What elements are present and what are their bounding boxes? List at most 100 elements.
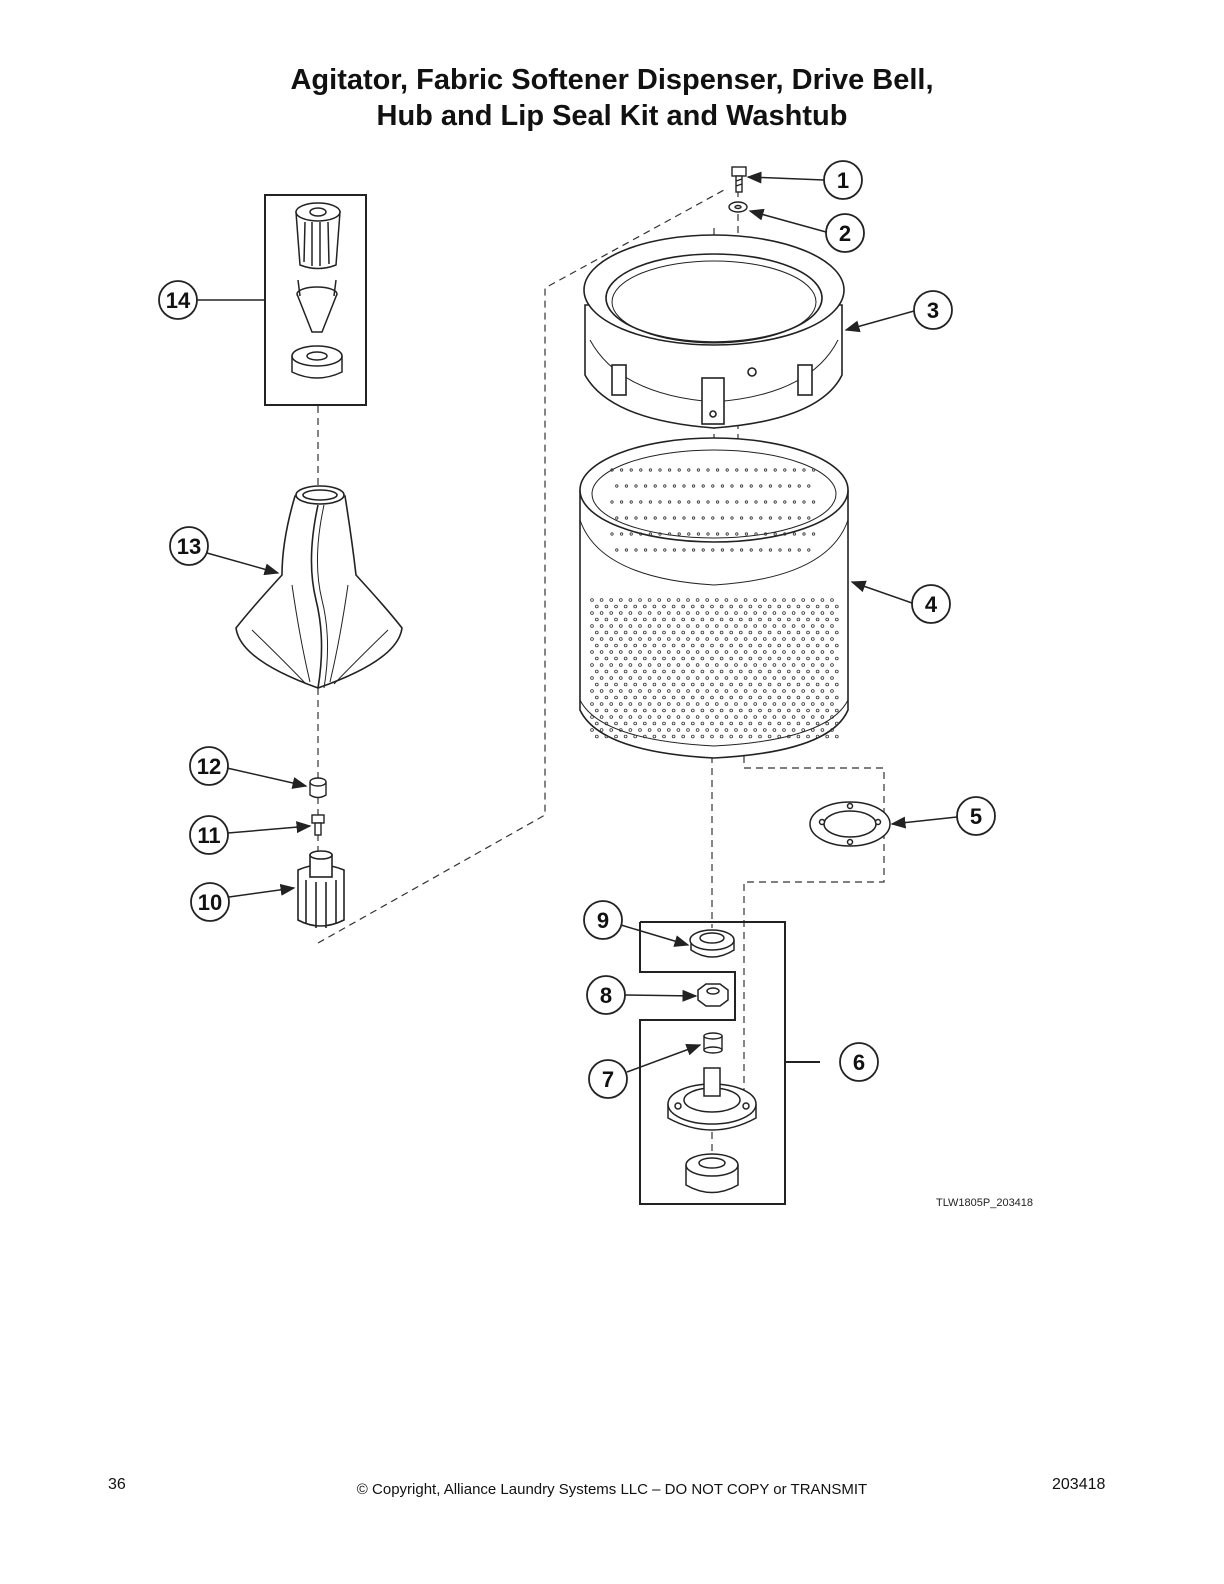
perforation-hole [801,689,805,693]
perforation-hole [609,637,613,641]
perforation-hole [825,695,829,700]
perforation-hole [759,548,763,552]
perforation-hole [748,656,753,661]
perforation-hole [700,669,705,674]
part-4-washtub [579,437,849,759]
perforation-hole [719,617,724,622]
perforation-hole [677,532,681,536]
perforation-hole [690,617,695,622]
perforation-hole [791,728,796,732]
perforation-hole [762,715,767,719]
perforation-hole [695,702,700,706]
perforation-hole [690,708,695,713]
perforation-hole [628,598,633,602]
perforation-hole [676,650,681,654]
perforation-hole [744,468,749,472]
perforation-hole [801,650,805,654]
perforation-hole [594,656,599,661]
perforation-hole [658,532,662,536]
perforation-hole [682,516,686,520]
perforation-hole [734,650,738,654]
perforation-hole [599,702,604,706]
svg-text:3: 3 [927,298,939,323]
perforation-hole [590,689,594,693]
hub-assembly [667,1067,757,1131]
perforation-hole [628,637,633,641]
perforation-hole [700,656,705,661]
perforation-hole [810,624,815,628]
perforation-hole [720,548,725,552]
perforation-hole [786,643,791,648]
perforation-hole [772,689,777,693]
perforation-hole [671,708,676,713]
perforation-hole [820,650,825,654]
perforation-hole [730,516,734,520]
perforation-hole [724,624,729,628]
perforation-hole [614,708,618,713]
part-2-washer [728,201,748,213]
perforation-hole [594,630,599,635]
perforation-hole [658,468,662,472]
perforation-hole [754,468,758,472]
perforation-hole [749,516,753,520]
perforation-hole [792,532,797,536]
perforation-hole [711,548,715,552]
perforation-hole [753,624,757,628]
perforation-hole [714,689,719,693]
perforation-hole [830,676,834,680]
perforation-hole [796,721,801,726]
perforation-hole [599,689,604,693]
perforation-hole [753,702,757,706]
perforation-hole [772,663,777,667]
perforation-hole [695,624,700,628]
perforation-hole [777,721,781,726]
perforation-hole [590,624,594,628]
perforation-hole [657,728,661,732]
perforation-hole [643,484,648,488]
perforation-hole [615,548,619,552]
washtub-perforations [590,468,839,739]
perforation-hole [676,663,681,667]
perforation-hole [748,643,753,648]
perforation-hole [686,637,690,641]
perforation-hole [724,676,729,680]
perforation-hole [590,663,594,667]
perforation-hole [758,604,762,609]
perforation-hole [642,734,647,739]
perforation-hole [614,682,618,687]
perforation-hole [834,695,839,700]
perforation-hole [758,617,762,622]
drawing-code: TLW1805P_203418 [936,1197,1033,1209]
perforation-hole [614,617,618,622]
perforation-hole [735,468,739,472]
perforation-hole [604,630,609,635]
perforation-hole [652,617,657,622]
perforation-hole [753,715,757,719]
perforation-hole [594,721,599,726]
perforation-hole [687,500,691,504]
perforation-hole [729,656,733,661]
perforation-hole [618,624,623,628]
perforation-hole [738,669,743,674]
perforation-hole [768,516,773,520]
perforation-hole [762,728,767,732]
perforation-hole [628,663,633,667]
perforation-hole [614,721,618,726]
perforation-hole [686,689,690,693]
perforation-hole [796,617,801,622]
part-10-drive-bell [297,850,345,928]
perforation-hole [666,689,671,693]
perforation-hole [671,643,676,648]
perforation-hole [806,617,810,622]
perforation-hole [834,617,839,622]
perforation-hole [767,643,772,648]
perforation-hole [768,548,773,552]
perforation-hole [671,617,676,622]
perforation-hole [791,624,796,628]
callout-6: 6 [839,1042,879,1082]
perforation-hole [759,484,763,488]
perforation-hole [618,702,623,706]
perforation-hole [599,676,604,680]
perforation-hole [594,708,599,713]
perforation-hole [633,656,637,661]
